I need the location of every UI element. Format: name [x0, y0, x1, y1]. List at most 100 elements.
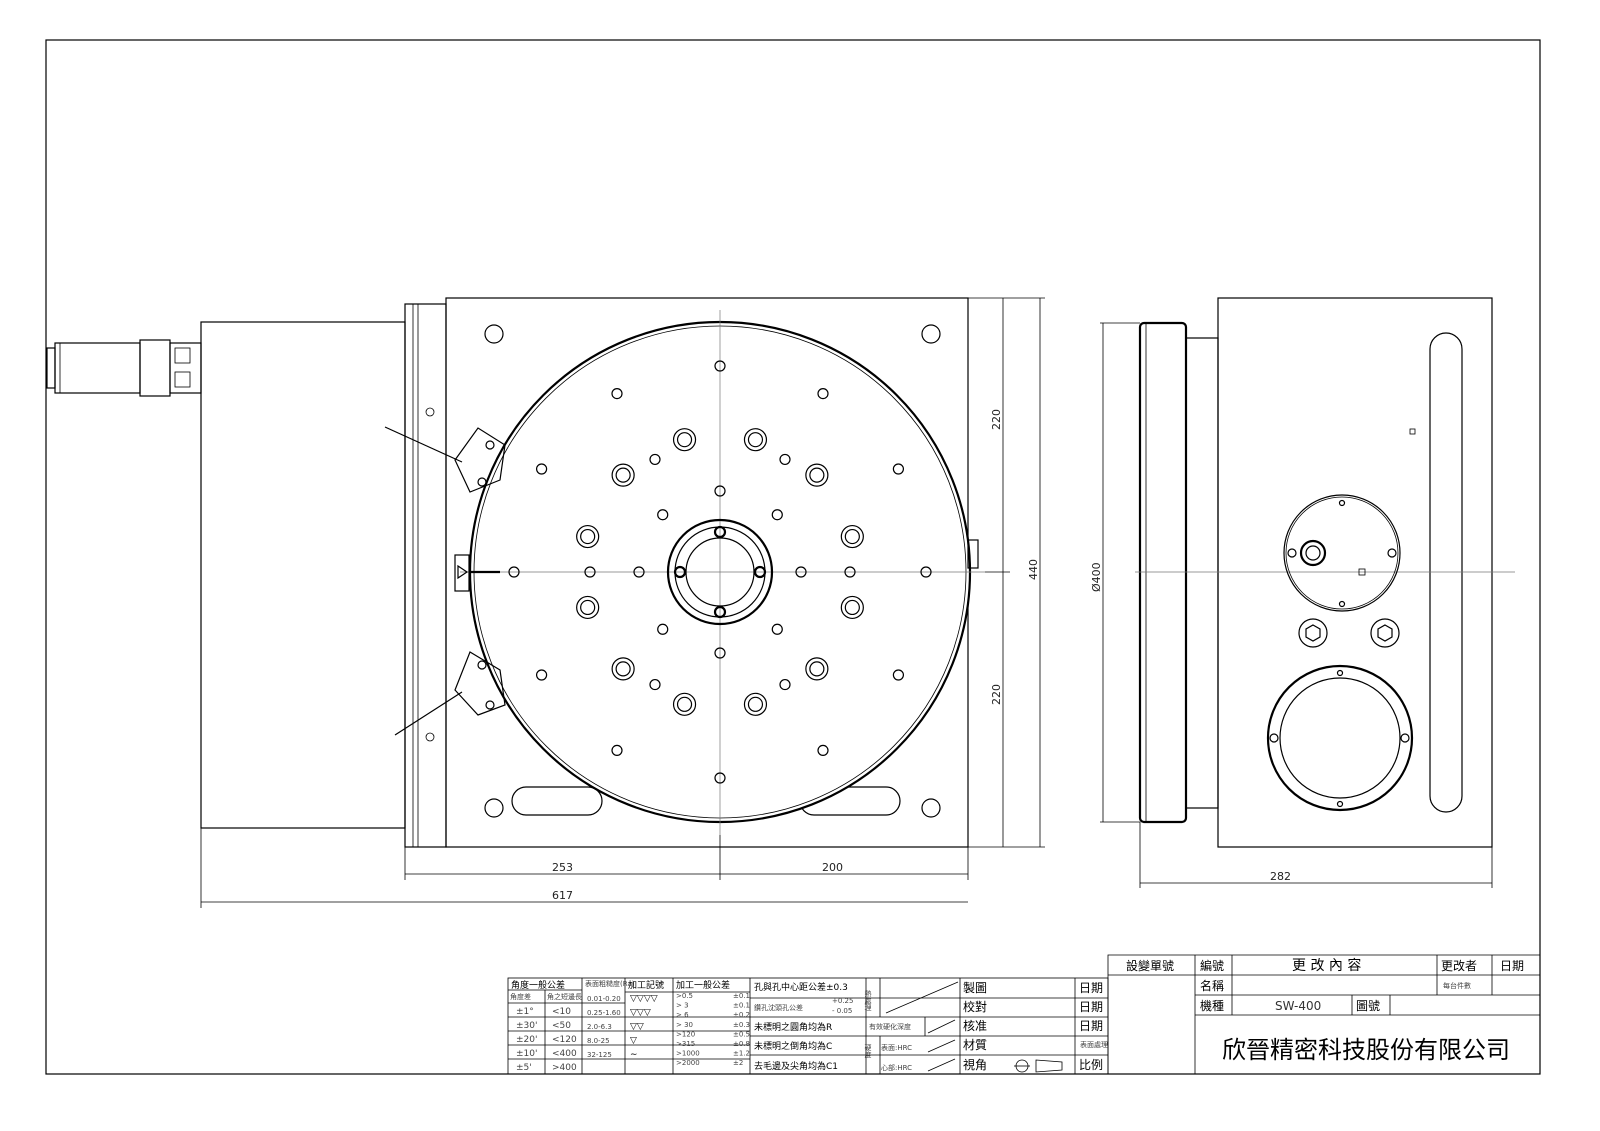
title-block [507, 954, 1540, 1075]
clamp-lower [394, 651, 506, 736]
dim-253: 253 [552, 861, 573, 874]
inner-hole [795, 566, 807, 578]
counterbore-hole [743, 692, 768, 716]
scale-label: 比例 [1079, 1058, 1103, 1072]
counterbore-hole [611, 463, 635, 487]
general-tolerance-title: 加工一般公差 [676, 979, 730, 991]
general-range: >1000 [676, 1050, 700, 1058]
angle-col1: 角度差 [510, 992, 531, 1001]
per-unit-label: 每台件數 [1443, 981, 1471, 990]
bolt-hole [714, 772, 726, 784]
checked-label: 校對 [963, 999, 987, 1014]
general-range: > 30 [676, 1021, 693, 1029]
surface-hrc-label: 表面:HRC [881, 1043, 912, 1052]
general-tolerance: ±0.8 [733, 1040, 750, 1048]
hardening-depth-label: 有效硬化深度 [869, 1022, 911, 1031]
serial-label: 編號 [1200, 958, 1224, 973]
core-hrc-label: 心部:HRC [881, 1063, 912, 1072]
angle-diff: ±30' [516, 1021, 537, 1031]
counterbore-hole [672, 428, 697, 452]
counterbore-hole [840, 524, 864, 549]
angle-diff: ±5' [516, 1063, 532, 1073]
dim-upper-220: 220 [990, 409, 1003, 430]
dim-200: 200 [822, 861, 843, 874]
change-content-label: 更 改 內 容 [1292, 957, 1361, 974]
date-approved-label: 日期 [1079, 1019, 1103, 1033]
angle-length: <50 [552, 1021, 571, 1031]
general-tolerance: ±0.1 [733, 1002, 750, 1010]
angle-diff: ±20' [516, 1035, 537, 1045]
counterbore-hole [840, 595, 864, 620]
inner-hole [714, 485, 726, 497]
bolt-hole [920, 566, 932, 578]
general-range: >0.5 [676, 992, 693, 1000]
material-label: 材質 [963, 1037, 987, 1052]
counterbore-hole [743, 428, 768, 452]
dim-282: 282 [1270, 870, 1291, 883]
side-slot [1429, 332, 1463, 813]
roughness-value: 8.0-25 [587, 1037, 610, 1045]
bolt-hole [611, 744, 623, 757]
bolt-hole [611, 387, 623, 400]
front-view [46, 297, 985, 848]
machining-symbol: ▽▽▽ [630, 1008, 651, 1018]
bolt-hole [508, 566, 520, 578]
mid-hole [649, 678, 661, 691]
note: 鑽孔沈頭孔公差 [754, 1003, 803, 1012]
general-range: >120 [676, 1030, 695, 1038]
stop-block [967, 539, 979, 569]
side-cover [1283, 494, 1401, 612]
side-view: Ø400 282 [1090, 297, 1515, 888]
machining-symbol: ▽ [630, 1036, 637, 1046]
bolt-hole [535, 463, 548, 475]
change-no-label: 設變單號 [1126, 958, 1174, 973]
bolt-hole [892, 463, 905, 475]
motor-housing [200, 321, 406, 829]
name-label: 名稱 [1200, 978, 1224, 993]
approved-label: 核准 [963, 1019, 987, 1033]
roughness-value: 0.25-1.60 [587, 1009, 621, 1017]
angle-length: >400 [552, 1063, 577, 1073]
model-label: 機種 [1200, 998, 1224, 1013]
clamp-upper [384, 426, 506, 493]
general-tolerance: ±0.1 [733, 992, 750, 1000]
note: 未標明之圓角均為R [754, 1021, 832, 1033]
general-tolerance: ±0.3 [733, 1021, 750, 1029]
bolt-hole [817, 387, 829, 400]
angle-length: <10 [552, 1007, 571, 1017]
machining-symbol: ∼ [630, 1050, 638, 1060]
drawing-no-label: 圖號 [1356, 999, 1380, 1013]
angle-length: <400 [552, 1049, 577, 1059]
counterbore-hole [576, 595, 600, 620]
side-strip [404, 303, 447, 848]
surface-treatment-label: 表面處理 [1080, 1040, 1108, 1049]
inner-hole [633, 566, 645, 578]
mid-hole [649, 453, 661, 466]
angle-diff: ±10' [516, 1049, 537, 1059]
inner-hole [657, 623, 669, 635]
general-tolerance: ±2 [733, 1059, 743, 1067]
counterbore-hole [576, 524, 600, 549]
bolt-hole [714, 360, 726, 372]
date-label: 日期 [1500, 959, 1524, 973]
title-block-text: 設變單號 編號 更 改 內 容 更改者 日期 名稱 每台件數 機種 SW-400… [510, 957, 1524, 1073]
note: 未標明之倒角均為C [754, 1040, 832, 1052]
symbol-title: 加工記號 [628, 979, 664, 991]
bolt-hole [817, 744, 829, 757]
machining-symbol: ▽▽ [630, 1022, 644, 1032]
company-name: 欣晉精密科技股份有限公司 [1222, 1036, 1510, 1064]
general-range: > 3 [676, 1002, 689, 1010]
mid-hole [779, 453, 791, 466]
roughness-title: 表面粗糙度(Ra) [585, 979, 635, 988]
dim-440: 440 [1027, 559, 1040, 580]
general-range: > 6 [676, 1011, 689, 1019]
side-bearing-cover [1266, 664, 1414, 812]
model-value: SW-400 [1275, 999, 1321, 1013]
bolt-hole [892, 669, 905, 681]
hardness-label: 硬度 [864, 1044, 872, 1059]
mid-hole [779, 678, 791, 691]
date-checked-label: 日期 [1079, 1000, 1103, 1014]
table-holes [508, 360, 932, 784]
machining-symbol: ▽▽▽▽ [630, 994, 658, 1004]
